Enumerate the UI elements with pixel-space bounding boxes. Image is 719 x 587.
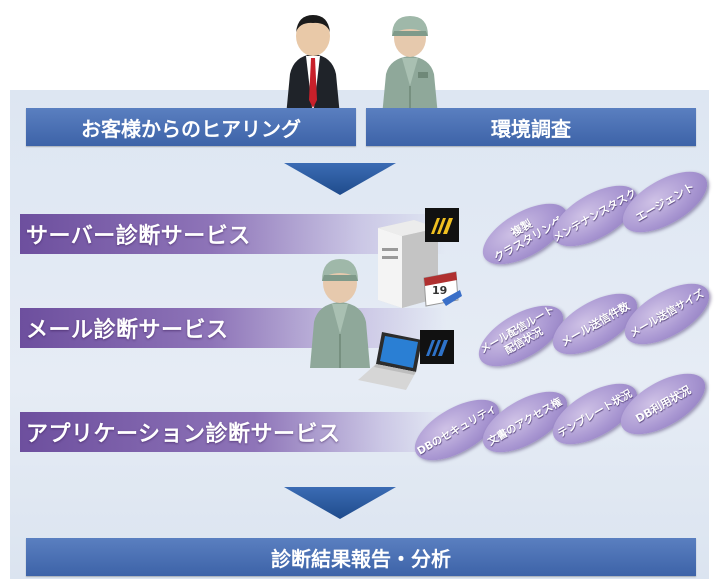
- laptop-icon: [358, 332, 422, 390]
- consultant-person-icon: [286, 15, 340, 116]
- step-survey-bar: 環境調査: [366, 108, 696, 146]
- app-service-band: アプリケーション診断サービス: [20, 412, 446, 452]
- step-hearing-label: お客様からのヒアリング: [81, 116, 301, 141]
- app-logo-icon: [420, 330, 454, 364]
- engineer-person-icon: [310, 259, 370, 368]
- mail-service-label: メール診断サービス: [26, 318, 229, 343]
- step-survey-label: 環境調査: [491, 116, 571, 141]
- calendar-day: 19: [432, 284, 448, 297]
- server-service-label: サーバー診断サービス: [26, 224, 251, 249]
- mail-service-band: メール診断サービス: [20, 308, 446, 348]
- step-hearing-bar: お客様からのヒアリング: [26, 108, 356, 146]
- down-arrow-icon: [284, 487, 396, 519]
- app-service-label: アプリケーション診断サービス: [26, 422, 341, 447]
- calendar-icon: [423, 271, 462, 307]
- engineer-person-icon: [382, 16, 438, 116]
- step-report-bar: 診断結果報告・分析: [26, 538, 696, 576]
- server-service-band: サーバー診断サービス: [20, 214, 446, 254]
- app-logo-icon: [425, 208, 459, 242]
- step-report-label: 診断結果報告・分析: [271, 546, 451, 571]
- down-arrow-icon: [284, 163, 396, 195]
